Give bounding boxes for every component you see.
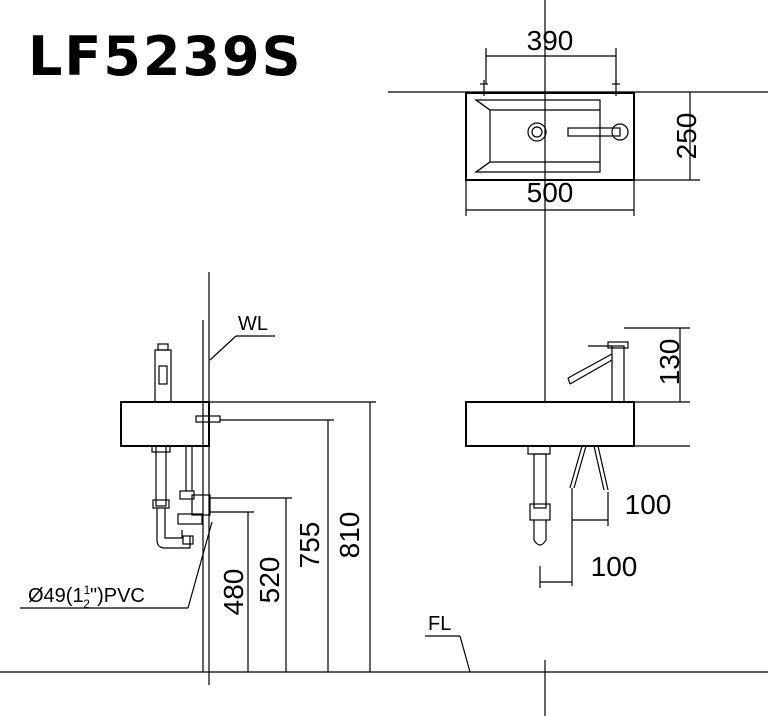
dim-520: 520 [254,557,285,604]
dim-500: 500 [527,177,574,208]
model-title: LF5239S [28,25,303,88]
dim-100-lower: 100 [591,551,638,582]
front-view: 130 100 100 [465,272,690,588]
dim-480: 480 [218,569,249,616]
faucet-body [154,349,172,403]
front-faucet-body [611,345,625,403]
dim-755: 755 [294,522,325,569]
pipe-label-pre: Ø49(1 [28,585,84,607]
drain-pipe [155,445,167,507]
basin-side-body [120,401,210,447]
top-view: 390 250 500 [388,25,768,216]
dim-810: 810 [334,512,365,559]
pipe-frac-num: 1 [84,583,91,597]
floor-label: FL [428,613,451,635]
pipe-label-post: ")PVC [90,585,145,607]
front-drain-pipe [533,453,547,509]
floor-label-group: FL [425,613,471,673]
dim-130: 130 [654,339,685,386]
basin-front-body [465,401,635,447]
faucet-base [611,123,629,141]
basin-top-outline [465,92,635,181]
dim-100-upper: 100 [625,489,672,520]
wall-label: WL [238,313,268,335]
dim-250: 250 [671,113,702,160]
dim-390: 390 [527,25,574,56]
pipe-frac-den: 2 [83,597,90,611]
drain-icon [527,122,547,142]
faucet-spout [567,127,621,137]
